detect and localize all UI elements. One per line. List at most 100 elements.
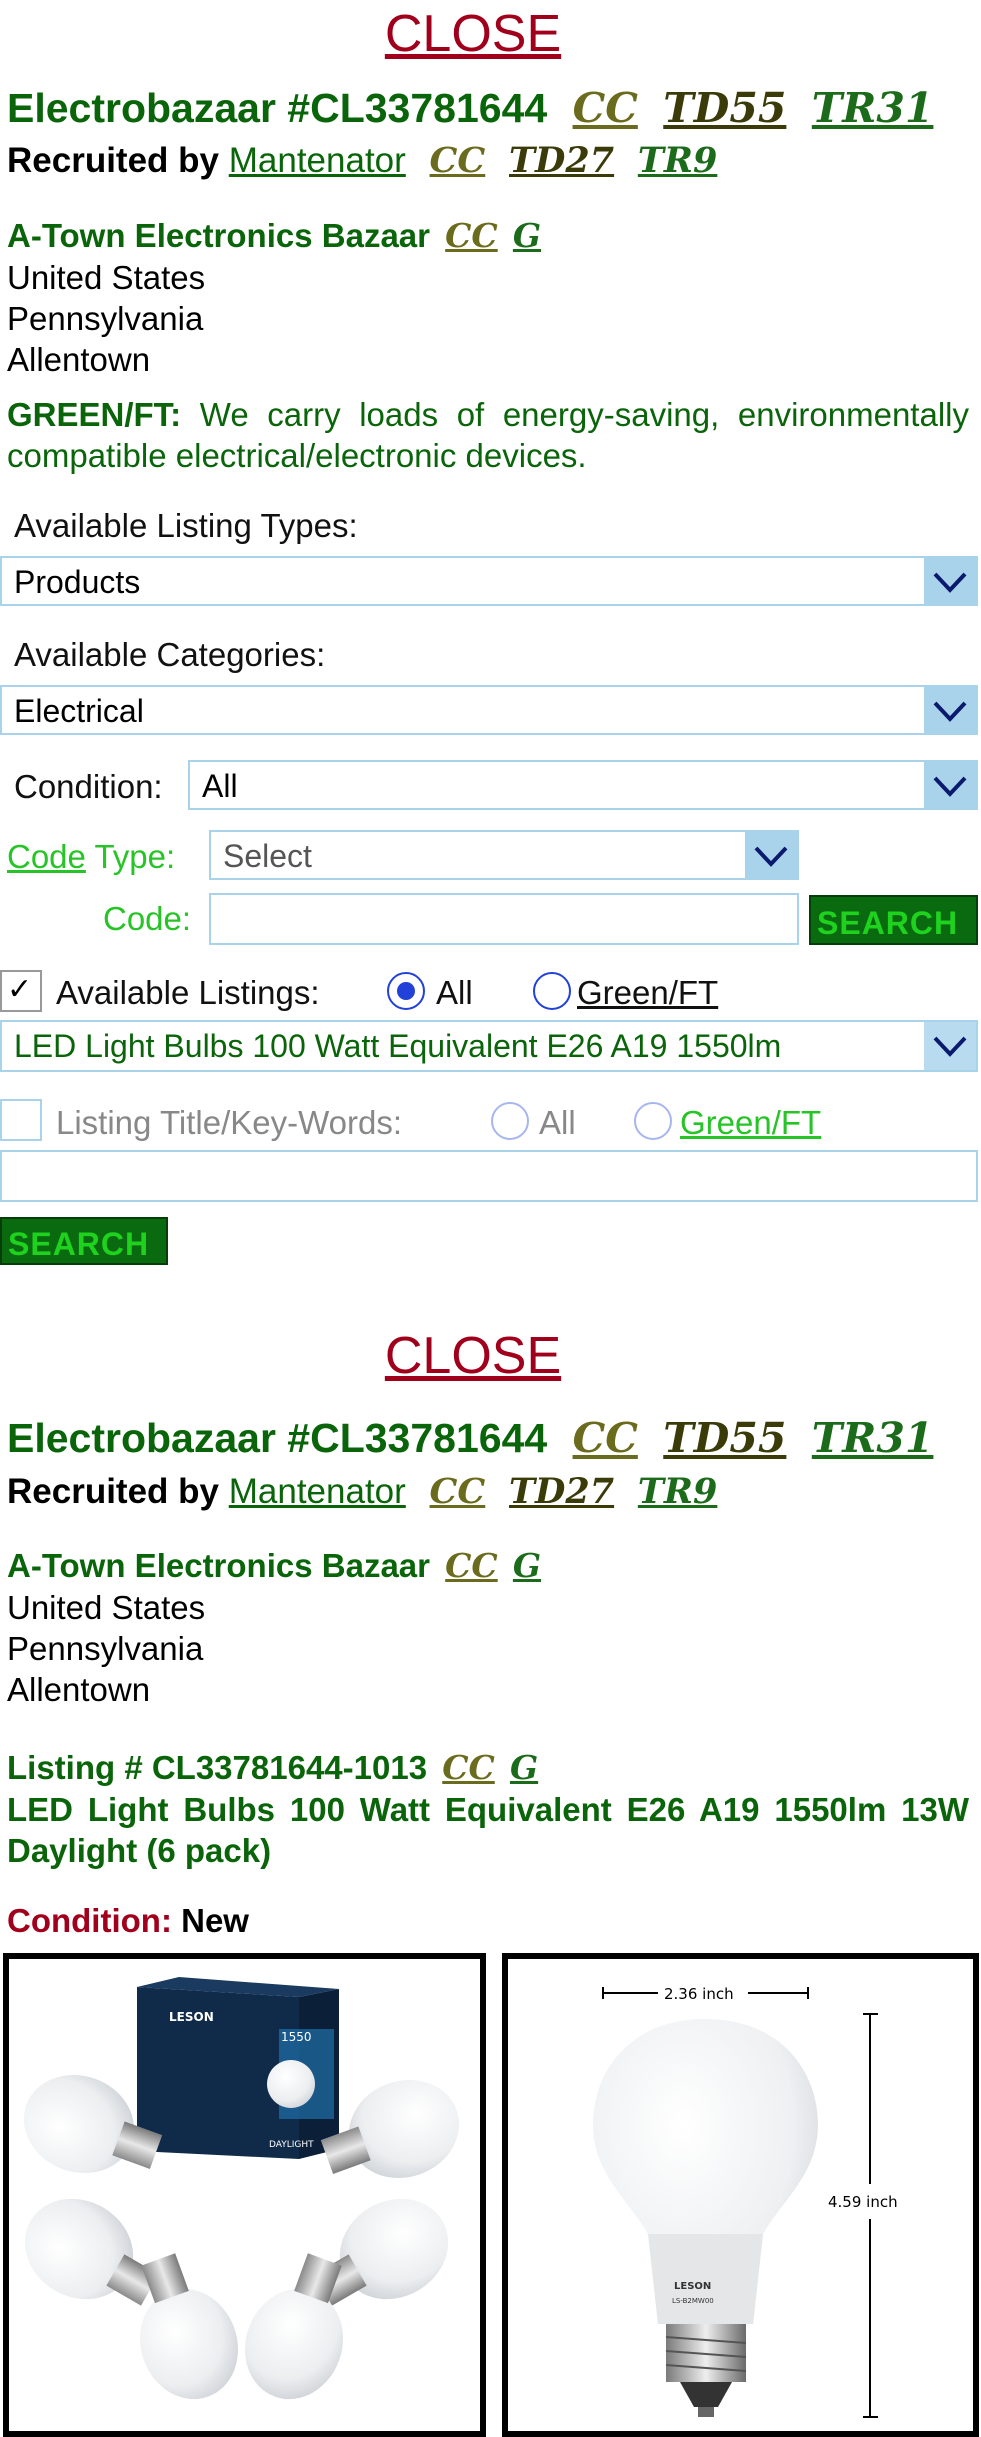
code-type-label: Code Type: xyxy=(7,838,175,876)
store-title-text: Electrobazaar #CL33781644 xyxy=(7,1415,548,1461)
city: Allentown xyxy=(7,341,151,378)
dim-width: 2.36 inch xyxy=(664,1985,734,2003)
g-badge[interactable]: G xyxy=(512,216,542,255)
listing-types-label: Available Listing Types: xyxy=(14,507,358,544)
title-keywords-checkbox[interactable] xyxy=(0,1099,42,1141)
bulbs-box-image: LESON 1550 DAYLIGHT xyxy=(23,1977,460,2400)
listing-title: LED Light Bulbs 100 Watt Equivalent E26 … xyxy=(7,1791,969,1869)
bazaar-name: A-Town Electronics Bazaar CC G xyxy=(7,1546,541,1585)
check-icon: ✓ xyxy=(7,972,33,1007)
condition-line: Condition: New xyxy=(7,1902,249,1940)
available-listings-label: Available Listings: xyxy=(56,974,320,1011)
recruited-prefix: Recruited by xyxy=(7,141,229,180)
box-brand: LESON xyxy=(169,2010,214,2024)
country: United States xyxy=(7,1589,206,1626)
available-listings-checkbox[interactable]: ✓ xyxy=(0,970,42,1012)
bulb-dimension-image: 2.36 inch 4.59 inch LESON LS-B2MW00 xyxy=(593,1985,898,2418)
store-title-text: Electrobazaar #CL33781644 xyxy=(7,85,548,131)
g-badge[interactable]: G xyxy=(512,1546,542,1585)
title-radio-all[interactable] xyxy=(491,1102,529,1140)
title-radio-all-label: All xyxy=(539,1104,576,1141)
cc-badge[interactable]: CC xyxy=(445,1546,498,1585)
td-badge[interactable]: TD55 xyxy=(663,84,787,132)
categories-select[interactable]: Electrical xyxy=(0,685,978,735)
condition-value: New xyxy=(181,1902,249,1939)
condition-label: Condition: xyxy=(7,1902,172,1939)
bulb-brand: LESON xyxy=(674,2281,711,2292)
listing-number: Listing # CL33781644-1013 CC G xyxy=(7,1748,538,1787)
listing-types-select[interactable]: Products xyxy=(0,556,978,606)
code-input[interactable] xyxy=(209,893,799,945)
chevron-down-icon xyxy=(924,1022,976,1070)
categories-label: Available Categories: xyxy=(14,636,326,673)
listing-number-text: Listing # CL33781644-1013 xyxy=(7,1749,428,1786)
dim-height: 4.59 inch xyxy=(828,2193,898,2211)
code-type-text: Type: xyxy=(85,838,176,875)
radio-green-label[interactable]: Green/FT xyxy=(577,974,719,1011)
close-link[interactable]: CLOSE xyxy=(384,5,562,63)
cc-badge[interactable]: CC xyxy=(572,1414,638,1462)
chevron-down-icon xyxy=(745,832,797,878)
bazaar-name: A-Town Electronics Bazaar CC G xyxy=(7,216,541,255)
desc-prefix: GREEN/FT: xyxy=(7,396,182,433)
tr-badge[interactable]: TR9 xyxy=(637,1471,718,1512)
box-lumens: 1550 xyxy=(281,2030,312,2044)
bazaar-name-text: A-Town Electronics Bazaar xyxy=(7,217,430,254)
product-photo-box[interactable]: LESON 1550 DAYLIGHT xyxy=(3,1953,486,2437)
td-badge[interactable]: TD55 xyxy=(663,1414,787,1462)
radio-all[interactable] xyxy=(387,972,425,1010)
code-type-select[interactable]: Select xyxy=(209,830,799,880)
code-search-button[interactable]: SEARCH xyxy=(809,895,978,945)
categories-value: Electrical xyxy=(14,693,144,729)
condition-select[interactable]: All xyxy=(188,760,978,810)
recruited-line: Recruited by Mantenator CC TD27 TR9 xyxy=(7,140,717,181)
code-label: Code: xyxy=(103,900,192,937)
g-badge[interactable]: G xyxy=(509,1748,539,1787)
bazaar-name-text: A-Town Electronics Bazaar xyxy=(7,1547,430,1584)
recruiter-link[interactable]: Mantenator xyxy=(228,1472,406,1511)
cc-badge[interactable]: CC xyxy=(429,140,486,181)
store-description: GREEN/FT: We carry loads of energy-savin… xyxy=(7,394,969,476)
cc-badge[interactable]: CC xyxy=(445,216,498,255)
desc-text: We carry loads of energy-saving, environ… xyxy=(7,396,969,474)
code-type-value: Select xyxy=(223,838,312,874)
td-badge[interactable]: TD27 xyxy=(508,140,615,181)
close-link[interactable]: CLOSE xyxy=(384,1327,562,1385)
recruiter-link[interactable]: Mantenator xyxy=(228,141,406,180)
title-keywords-label: Listing Title/Key-Words: xyxy=(56,1104,403,1141)
store-title: Electrobazaar #CL33781644 CC TD55 TR31 xyxy=(7,1414,933,1462)
state: Pennsylvania xyxy=(7,300,204,337)
title-radio-green[interactable] xyxy=(634,1102,672,1140)
bulb-print: LS-B2MW00 xyxy=(672,2297,714,2305)
state: Pennsylvania xyxy=(7,1630,204,1667)
store-title: Electrobazaar #CL33781644 CC TD55 TR31 xyxy=(7,84,933,132)
radio-green[interactable] xyxy=(533,972,571,1010)
listing-select[interactable]: LED Light Bulbs 100 Watt Equivalent E26 … xyxy=(0,1020,978,1072)
code-link[interactable]: Code xyxy=(7,838,86,875)
title-search-button[interactable]: SEARCH xyxy=(0,1217,168,1265)
recruited-line: Recruited by Mantenator CC TD27 TR9 xyxy=(7,1471,717,1512)
condition-label: Condition: xyxy=(14,768,163,805)
cc-badge[interactable]: CC xyxy=(572,84,638,132)
tr-badge[interactable]: TR31 xyxy=(811,84,934,132)
product-photo-dimensions[interactable]: 2.36 inch 4.59 inch LESON LS-B2MW00 xyxy=(502,1953,979,2437)
tr-badge[interactable]: TR31 xyxy=(811,1414,934,1462)
city: Allentown xyxy=(7,1671,151,1708)
chevron-down-icon xyxy=(924,762,976,808)
cc-badge[interactable]: CC xyxy=(442,1748,495,1787)
recruited-prefix: Recruited by xyxy=(7,1472,229,1511)
condition-value: All xyxy=(202,768,238,804)
country: United States xyxy=(7,259,206,296)
radio-selected-dot xyxy=(397,982,415,1000)
listing-types-value: Products xyxy=(14,564,141,600)
title-radio-green-label[interactable]: Green/FT xyxy=(680,1104,822,1141)
box-daylight: DAYLIGHT xyxy=(269,2140,314,2150)
listing-value: LED Light Bulbs 100 Watt Equivalent E26 … xyxy=(14,1028,782,1064)
cc-badge[interactable]: CC xyxy=(429,1471,486,1512)
chevron-down-icon xyxy=(924,687,976,733)
title-keywords-input[interactable] xyxy=(0,1150,978,1202)
td-badge[interactable]: TD27 xyxy=(508,1471,615,1512)
radio-all-label: All xyxy=(436,974,473,1011)
tr-badge[interactable]: TR9 xyxy=(637,140,718,181)
chevron-down-icon xyxy=(924,558,976,604)
